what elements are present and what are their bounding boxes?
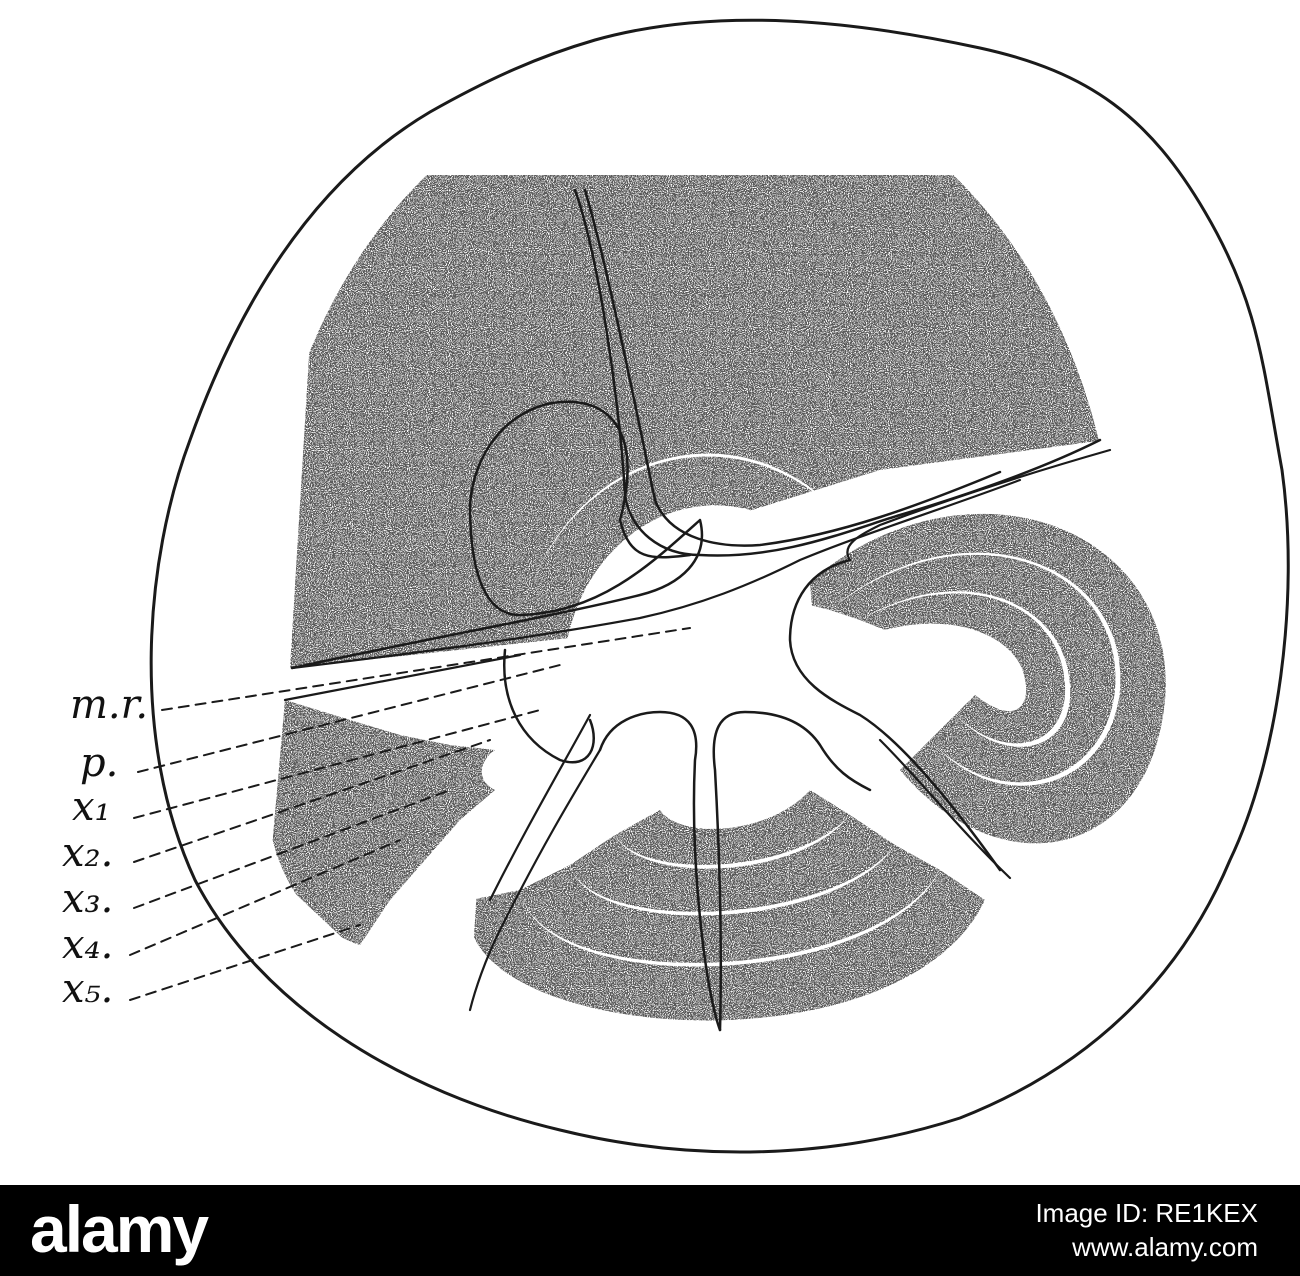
label-x5: x₅. (62, 966, 113, 1012)
label-x3: x₃. (62, 876, 113, 922)
wall-segment-right (805, 513, 1166, 844)
label-x1: x₁ (72, 784, 111, 830)
leader-lines (129, 627, 691, 1001)
leader-mr (161, 627, 691, 711)
watermark-bar: alamy Image ID: RE1KEX www.alamy.com (0, 1185, 1300, 1276)
figure-labels: m.r. p. x₁ x₂. x₃. x₄. x₅. (62, 682, 148, 1012)
outer-wall (149, 18, 1290, 1154)
leader-x3 (133, 789, 451, 909)
figure-panel: m.r. p. x₁ x₂. x₃. x₄. x₅. (62, 18, 1290, 1154)
label-x4: x₄. (62, 922, 113, 968)
segment-outline-bottom (468, 710, 872, 1032)
alamy-logo: alamy (30, 1192, 209, 1266)
figure-svg: m.r. p. x₁ x₂. x₃. x₄. x₅. (62, 18, 1290, 1154)
leader-p (137, 664, 561, 773)
label-x2: x₂. (62, 830, 113, 876)
site-url-text: www.alamy.com (1072, 1232, 1258, 1262)
leader-x5 (129, 924, 361, 1001)
segment-outline-right (788, 448, 1112, 880)
leader-x1 (133, 709, 541, 819)
segment-outline-left (283, 648, 595, 764)
wall-segment-left (270, 700, 495, 945)
label-p: p. (80, 740, 118, 786)
leader-x4 (129, 839, 401, 956)
wall-segment-bottom (470, 790, 985, 1021)
image-id-text: Image ID: RE1KEX (1035, 1198, 1258, 1228)
leader-x2 (133, 739, 491, 863)
wall-segment-top (290, 175, 1105, 668)
label-mr: m.r. (70, 682, 148, 728)
